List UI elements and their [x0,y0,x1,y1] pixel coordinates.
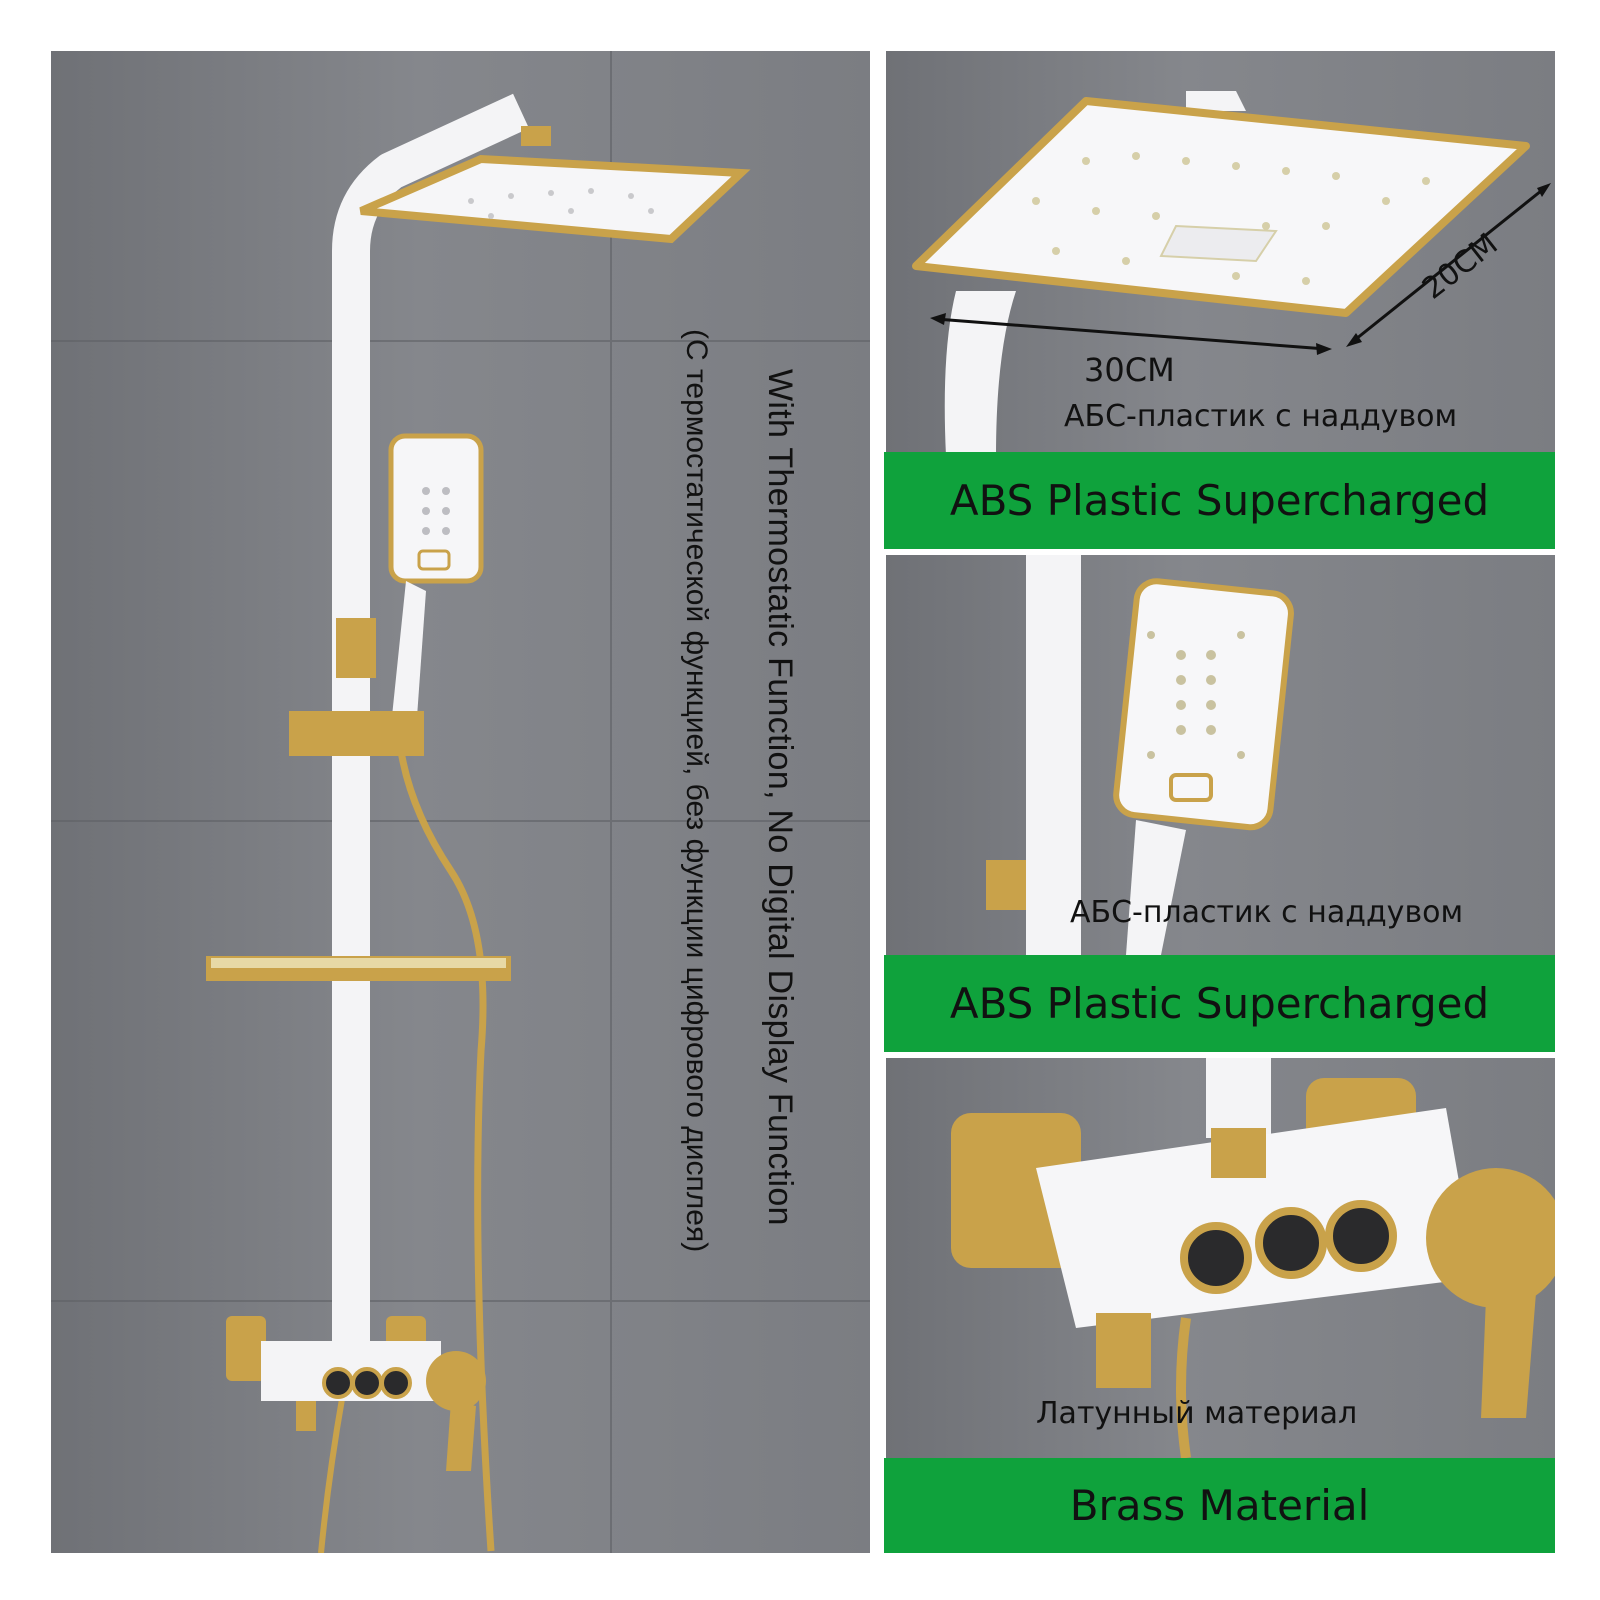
shower-system-illustration [51,51,870,1553]
abs-plastic-banner-top: ABS Plastic Supercharged [884,452,1555,549]
abs-caption-ru-middle: АБС-пластик с наддувом [1070,895,1464,930]
rain-head-detail-panel: 30CM 20CM АБС-пластик с наддувом [886,51,1555,456]
brass-material-banner: Brass Material [884,1458,1555,1553]
abs-caption-ru-top: АБС-пластик с наддувом [1064,399,1458,434]
hand-shower-illustration [986,555,1294,955]
rain-head-illustration [912,91,1551,456]
thermostatic-caption-en: With Thermostatic Function, No Digital D… [761,369,799,1226]
thermostatic-caption-ru: (С термостатической функцией, без функци… [680,329,713,1253]
width-dimension-label: 30CM [1084,351,1175,389]
brass-mixer-detail-panel: Латунный материал [886,1058,1555,1458]
abs-plastic-banner-middle: ABS Plastic Supercharged [884,955,1555,1052]
brass-caption-ru: Латунный материал [1036,1396,1358,1431]
hand-shower-detail-panel: АБС-пластик с наддувом [886,555,1555,955]
brass-mixer-illustration [951,1058,1555,1458]
main-product-panel: With Thermostatic Function, No Digital D… [51,51,870,1553]
